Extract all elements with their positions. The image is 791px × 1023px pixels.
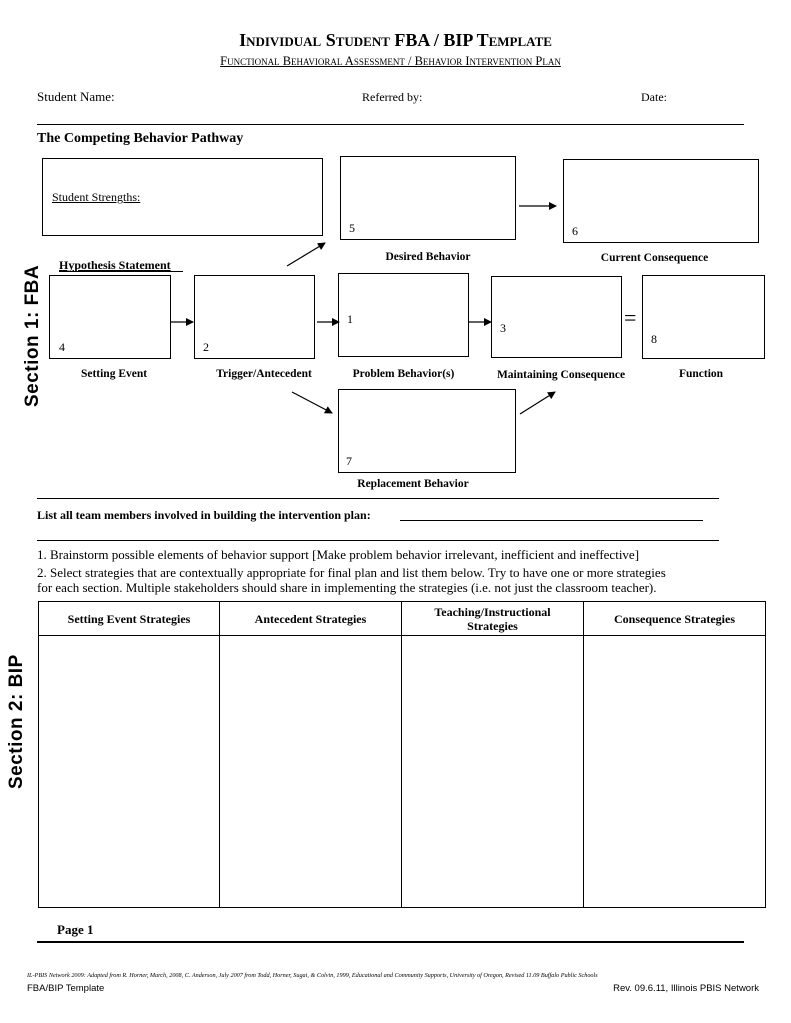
current-consequence-number: 6 — [572, 224, 578, 238]
current-consequence-box[interactable]: 6 — [563, 159, 759, 243]
section-1-fba-label: Section 1: FBA — [22, 264, 43, 407]
current-consequence-label: Current Consequence — [600, 252, 709, 264]
arrow-trigger-to-desired — [286, 242, 326, 267]
pathway-title: The Competing Behavior Pathway — [37, 131, 244, 146]
instruction-line-3: for each section. Multiple stakeholders … — [37, 580, 657, 595]
setting-event-number: 4 — [59, 340, 65, 354]
function-box[interactable]: 8 — [642, 275, 765, 359]
document-subtitle: Functional Behavioral Assessment / Behav… — [220, 54, 561, 68]
strategies-header-row: Setting Event Strategies Antecedent Stra… — [38, 601, 766, 636]
antecedent-strategies-header: Antecedent Strategies — [219, 601, 402, 636]
instruction-line-1: 1. Brainstorm possible elements of behav… — [37, 547, 640, 562]
student-strengths-label: Student Strengths: — [52, 190, 141, 204]
strategies-body-row — [38, 635, 766, 908]
trigger-antecedent-box[interactable]: 2 — [194, 275, 315, 359]
student-name-label: Student Name: — [37, 89, 115, 104]
desired-behavior-label: Desired Behavior — [385, 251, 471, 263]
team-members-rule — [37, 540, 719, 541]
replacement-behavior-label: Replacement Behavior — [357, 478, 469, 490]
consequence-strategies-header: Consequence Strategies — [583, 601, 766, 636]
date-label: Date: — [641, 90, 667, 104]
arrow-trigger-to-replacement — [291, 391, 333, 414]
document-title: Individual Student FBA / BIP Template — [239, 30, 552, 50]
trigger-antecedent-label: Trigger/Antecedent — [216, 368, 312, 380]
team-members-label: List all team members involved in buildi… — [37, 508, 371, 522]
function-number: 8 — [651, 332, 657, 346]
student-strengths-box[interactable]: Student Strengths: — [42, 158, 323, 236]
maintaining-consequence-label: Maintaining Consequence — [496, 369, 626, 381]
section-2-bip-label: Section 2: BIP — [6, 654, 27, 789]
info-rule — [37, 124, 744, 125]
team-members-line[interactable] — [400, 520, 703, 521]
hypothesis-statement-label: Hypothesis Statement — [59, 258, 171, 272]
setting-event-strategies-cell[interactable] — [38, 635, 220, 908]
teaching-strategies-header: Teaching/Instructional Strategies — [401, 601, 584, 636]
problem-behavior-number: 1 — [347, 312, 353, 326]
strategies-table: Setting Event Strategies Antecedent Stra… — [38, 601, 766, 908]
problem-behavior-box[interactable]: 1 — [338, 273, 469, 357]
replacement-behavior-number: 7 — [346, 454, 352, 468]
maintaining-consequence-number: 3 — [500, 321, 506, 335]
consequence-strategies-cell[interactable] — [583, 635, 766, 908]
footer-right-text: Rev. 09.6.11, Illinois PBIS Network — [613, 983, 759, 994]
footer-rule — [37, 941, 744, 943]
replacement-behavior-box[interactable]: 7 — [338, 389, 516, 473]
footer-left-text: FBA/BIP Template — [27, 983, 105, 994]
page-number: Page 1 — [57, 922, 94, 937]
antecedent-strategies-cell[interactable] — [219, 635, 402, 908]
function-label: Function — [678, 368, 724, 380]
setting-event-strategies-header: Setting Event Strategies — [38, 601, 220, 636]
desired-behavior-number: 5 — [349, 221, 355, 235]
teaching-strategies-cell[interactable] — [401, 635, 584, 908]
setting-event-box[interactable]: 4 — [49, 275, 171, 359]
arrow-replacement-to-maintaining — [519, 391, 556, 415]
hypothesis-underline — [59, 271, 183, 272]
trigger-antecedent-number: 2 — [203, 340, 209, 354]
footer-credit: IL-PBIS Network 2009: Adapted from R. Ho… — [27, 972, 598, 979]
pathway-arrows — [171, 202, 557, 415]
pathway-bottom-rule — [37, 498, 719, 499]
referred-by-label: Referred by: — [362, 90, 423, 104]
maintaining-consequence-box[interactable]: 3 — [491, 276, 622, 358]
desired-behavior-box[interactable]: 5 — [340, 156, 516, 240]
problem-behavior-label: Problem Behavior(s) — [352, 368, 455, 380]
setting-event-label: Setting Event — [80, 368, 148, 380]
equals-sign: = — [624, 305, 637, 330]
instruction-line-2: 2. Select strategies that are contextual… — [37, 565, 666, 580]
